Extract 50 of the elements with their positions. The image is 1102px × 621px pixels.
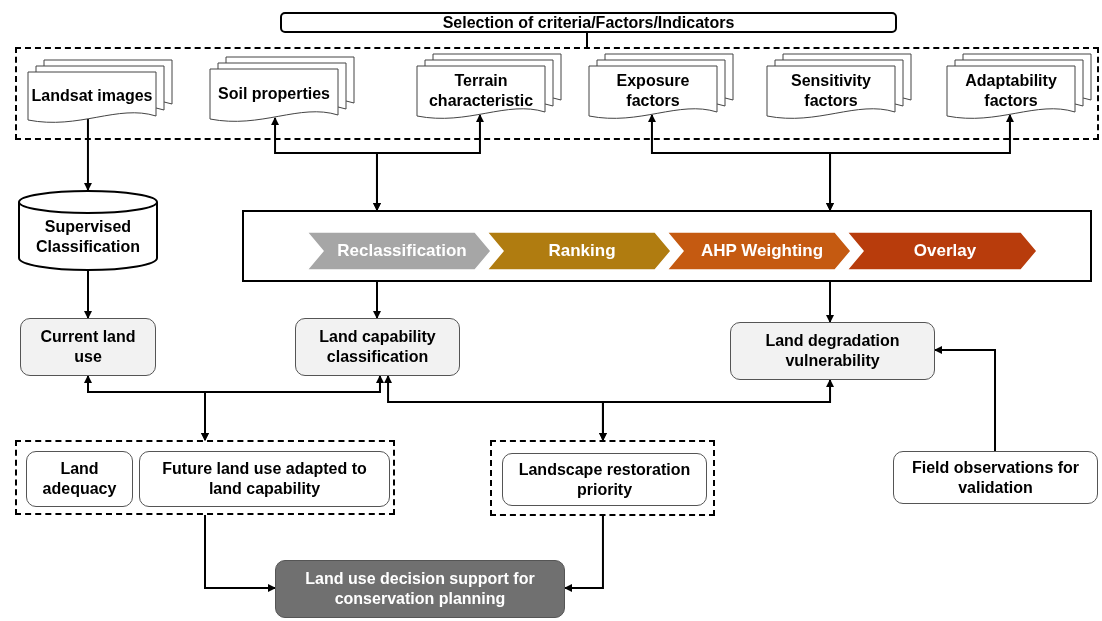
label-text: Adaptability factors	[964, 71, 1058, 111]
arrow	[204, 514, 276, 592]
arrow	[201, 375, 384, 441]
label-text: Sensitivity factors	[790, 71, 872, 111]
chevron-step	[847, 232, 1037, 270]
label-text: Land capability classification	[318, 327, 437, 367]
chevron-step	[667, 232, 851, 270]
dashed-group-box	[15, 440, 395, 515]
arrow	[934, 346, 996, 452]
rounded-box	[295, 318, 460, 376]
label-text: Landscape restoration priority	[517, 459, 692, 500]
chevron-step	[487, 232, 671, 270]
chevron-step	[307, 232, 491, 270]
arrow	[84, 269, 92, 319]
label-text: Terrain characteristic	[427, 71, 535, 111]
rounded-box	[280, 12, 897, 33]
label-text: Soil properties	[218, 84, 330, 104]
arrow	[83, 118, 92, 191]
label-text: Reclassification	[337, 241, 467, 261]
label-text: Supervised Classification	[35, 217, 141, 257]
label-text: Overlay	[913, 241, 977, 261]
rounded-box	[20, 318, 156, 376]
label-text: Land adequacy	[41, 459, 118, 499]
label-text: Field observations for validation	[910, 457, 1081, 498]
arrow	[826, 281, 835, 323]
rounded-box	[730, 322, 935, 380]
rounded-box	[26, 451, 133, 507]
label-text: AHP Weighting	[700, 241, 824, 261]
database-cylinder	[18, 190, 158, 270]
rounded-box	[502, 453, 707, 506]
label-text: Selection of criteria/Factors/Indicators	[442, 12, 735, 33]
connector-line	[586, 32, 588, 48]
rounded-box	[893, 451, 1098, 504]
label-text: Exposure factors	[615, 71, 691, 111]
dashed-group-box	[15, 47, 1099, 140]
rounded-box	[139, 451, 390, 507]
arrow	[373, 281, 381, 319]
label-text: Land degradation vulnerability	[764, 331, 901, 371]
dashed-group-box	[490, 440, 715, 516]
label-text: Ranking	[548, 241, 616, 261]
rounded-box	[275, 560, 565, 618]
label-text: Current land use	[39, 327, 137, 367]
arrow	[373, 114, 484, 211]
process-frame	[242, 210, 1092, 282]
arrow	[564, 515, 604, 592]
label-text: Future land use adapted to land capability	[161, 459, 368, 499]
arrow	[598, 379, 835, 441]
label-text: Landsat images	[31, 86, 153, 106]
arrow	[826, 114, 1014, 211]
label-text: Land use decision support for conservation planning	[304, 569, 536, 609]
